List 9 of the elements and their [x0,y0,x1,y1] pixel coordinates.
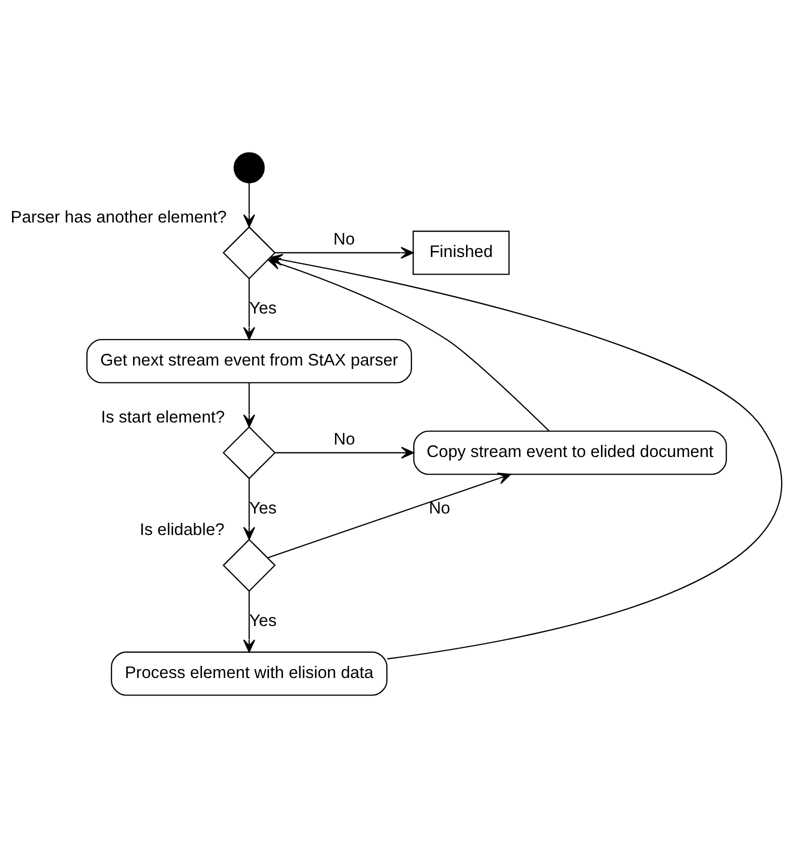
node-label: Is elidable? [139,520,224,539]
edge-label: Yes [248,298,276,318]
edge-label: No [333,430,355,449]
edge-label: Yes [248,611,276,630]
edge-label: Yes [248,498,276,518]
node-label: Is start element? [100,407,224,426]
edge-label: No [332,230,354,249]
edge-label: No [428,498,450,518]
node-label: Parser has another element? [10,207,226,226]
